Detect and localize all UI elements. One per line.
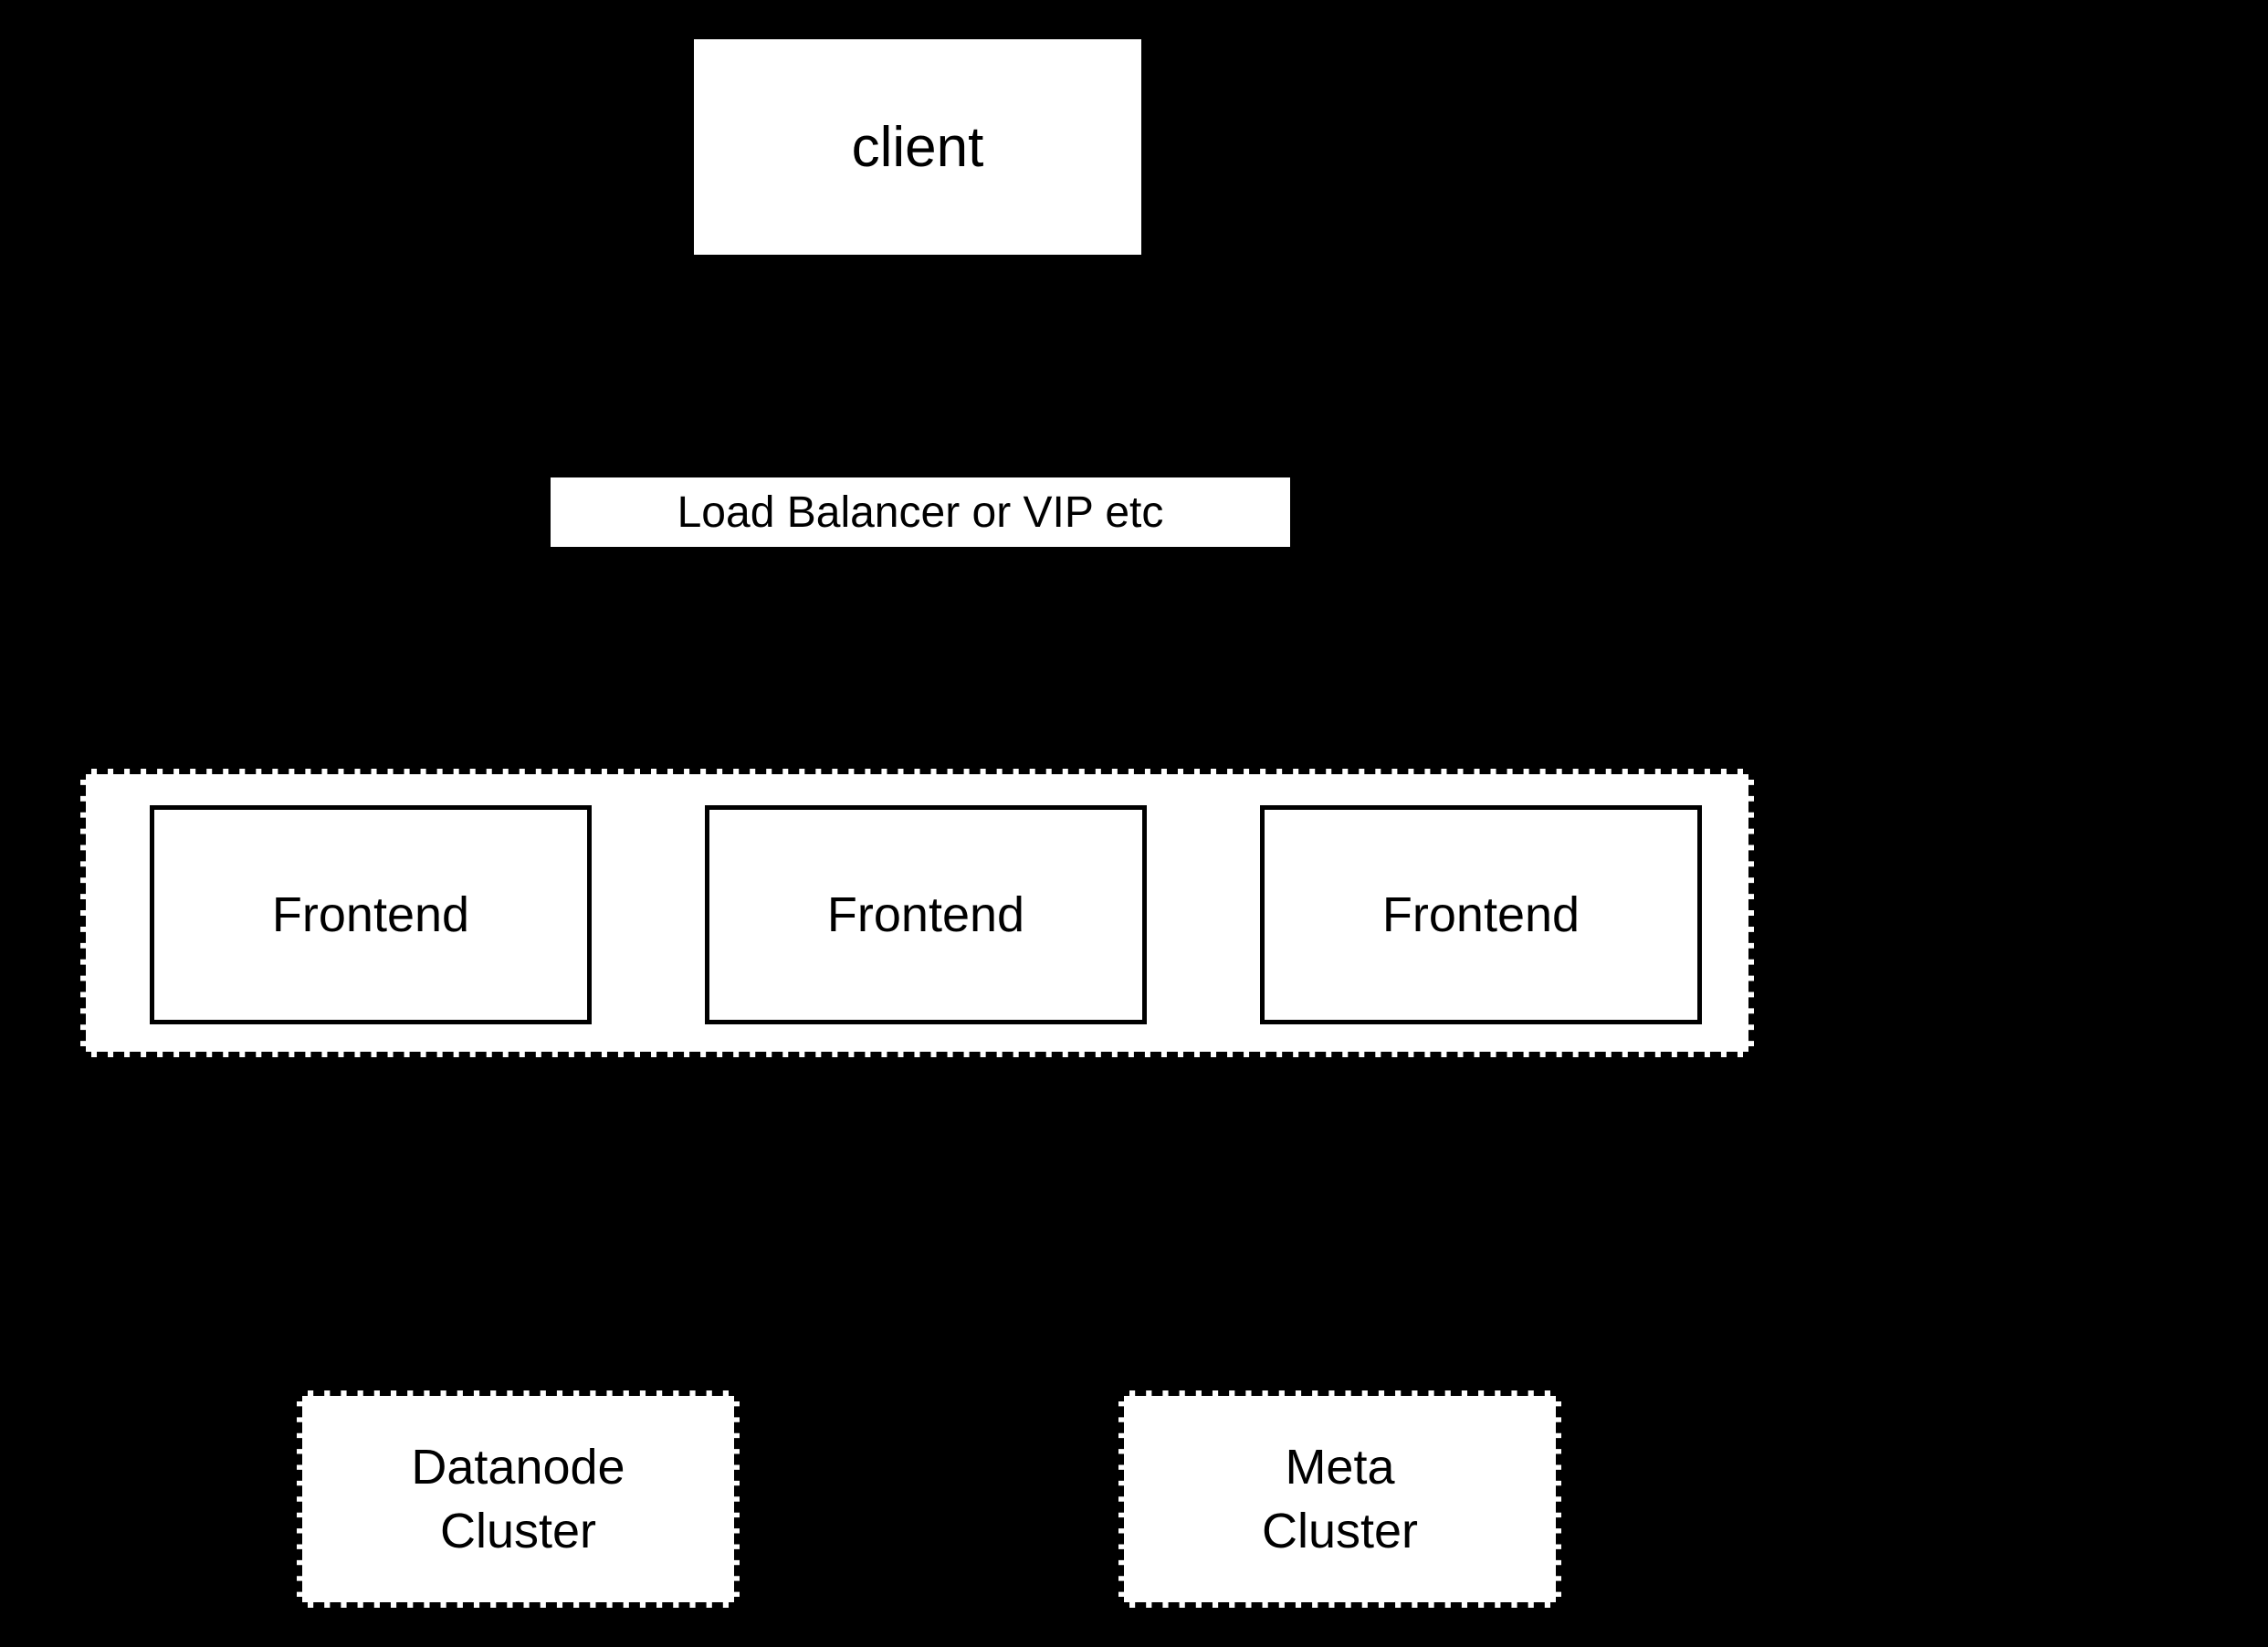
frontend-node-2-label: Frontend [826, 887, 1025, 942]
frontend-group-container: Frontend Frontend Frontend [80, 769, 1754, 1057]
meta-cluster-node: Meta Cluster [1118, 1390, 1561, 1608]
client-node-label: client [851, 115, 984, 179]
frontend-node-3: Frontend [1260, 805, 1702, 1024]
frontend-node-1-label: Frontend [271, 887, 470, 942]
load-balancer-node: Load Balancer or VIP etc [551, 477, 1290, 547]
frontend-node-1: Frontend [150, 805, 592, 1024]
meta-cluster-label: Meta Cluster [1261, 1439, 1419, 1558]
client-node: client [694, 39, 1141, 255]
datanode-cluster-node: Datanode Cluster [297, 1390, 740, 1608]
frontend-node-3-label: Frontend [1381, 887, 1580, 942]
frontend-node-2: Frontend [705, 805, 1147, 1024]
load-balancer-node-label: Load Balancer or VIP etc [677, 488, 1164, 537]
datanode-cluster-label: Datanode Cluster [411, 1439, 625, 1558]
